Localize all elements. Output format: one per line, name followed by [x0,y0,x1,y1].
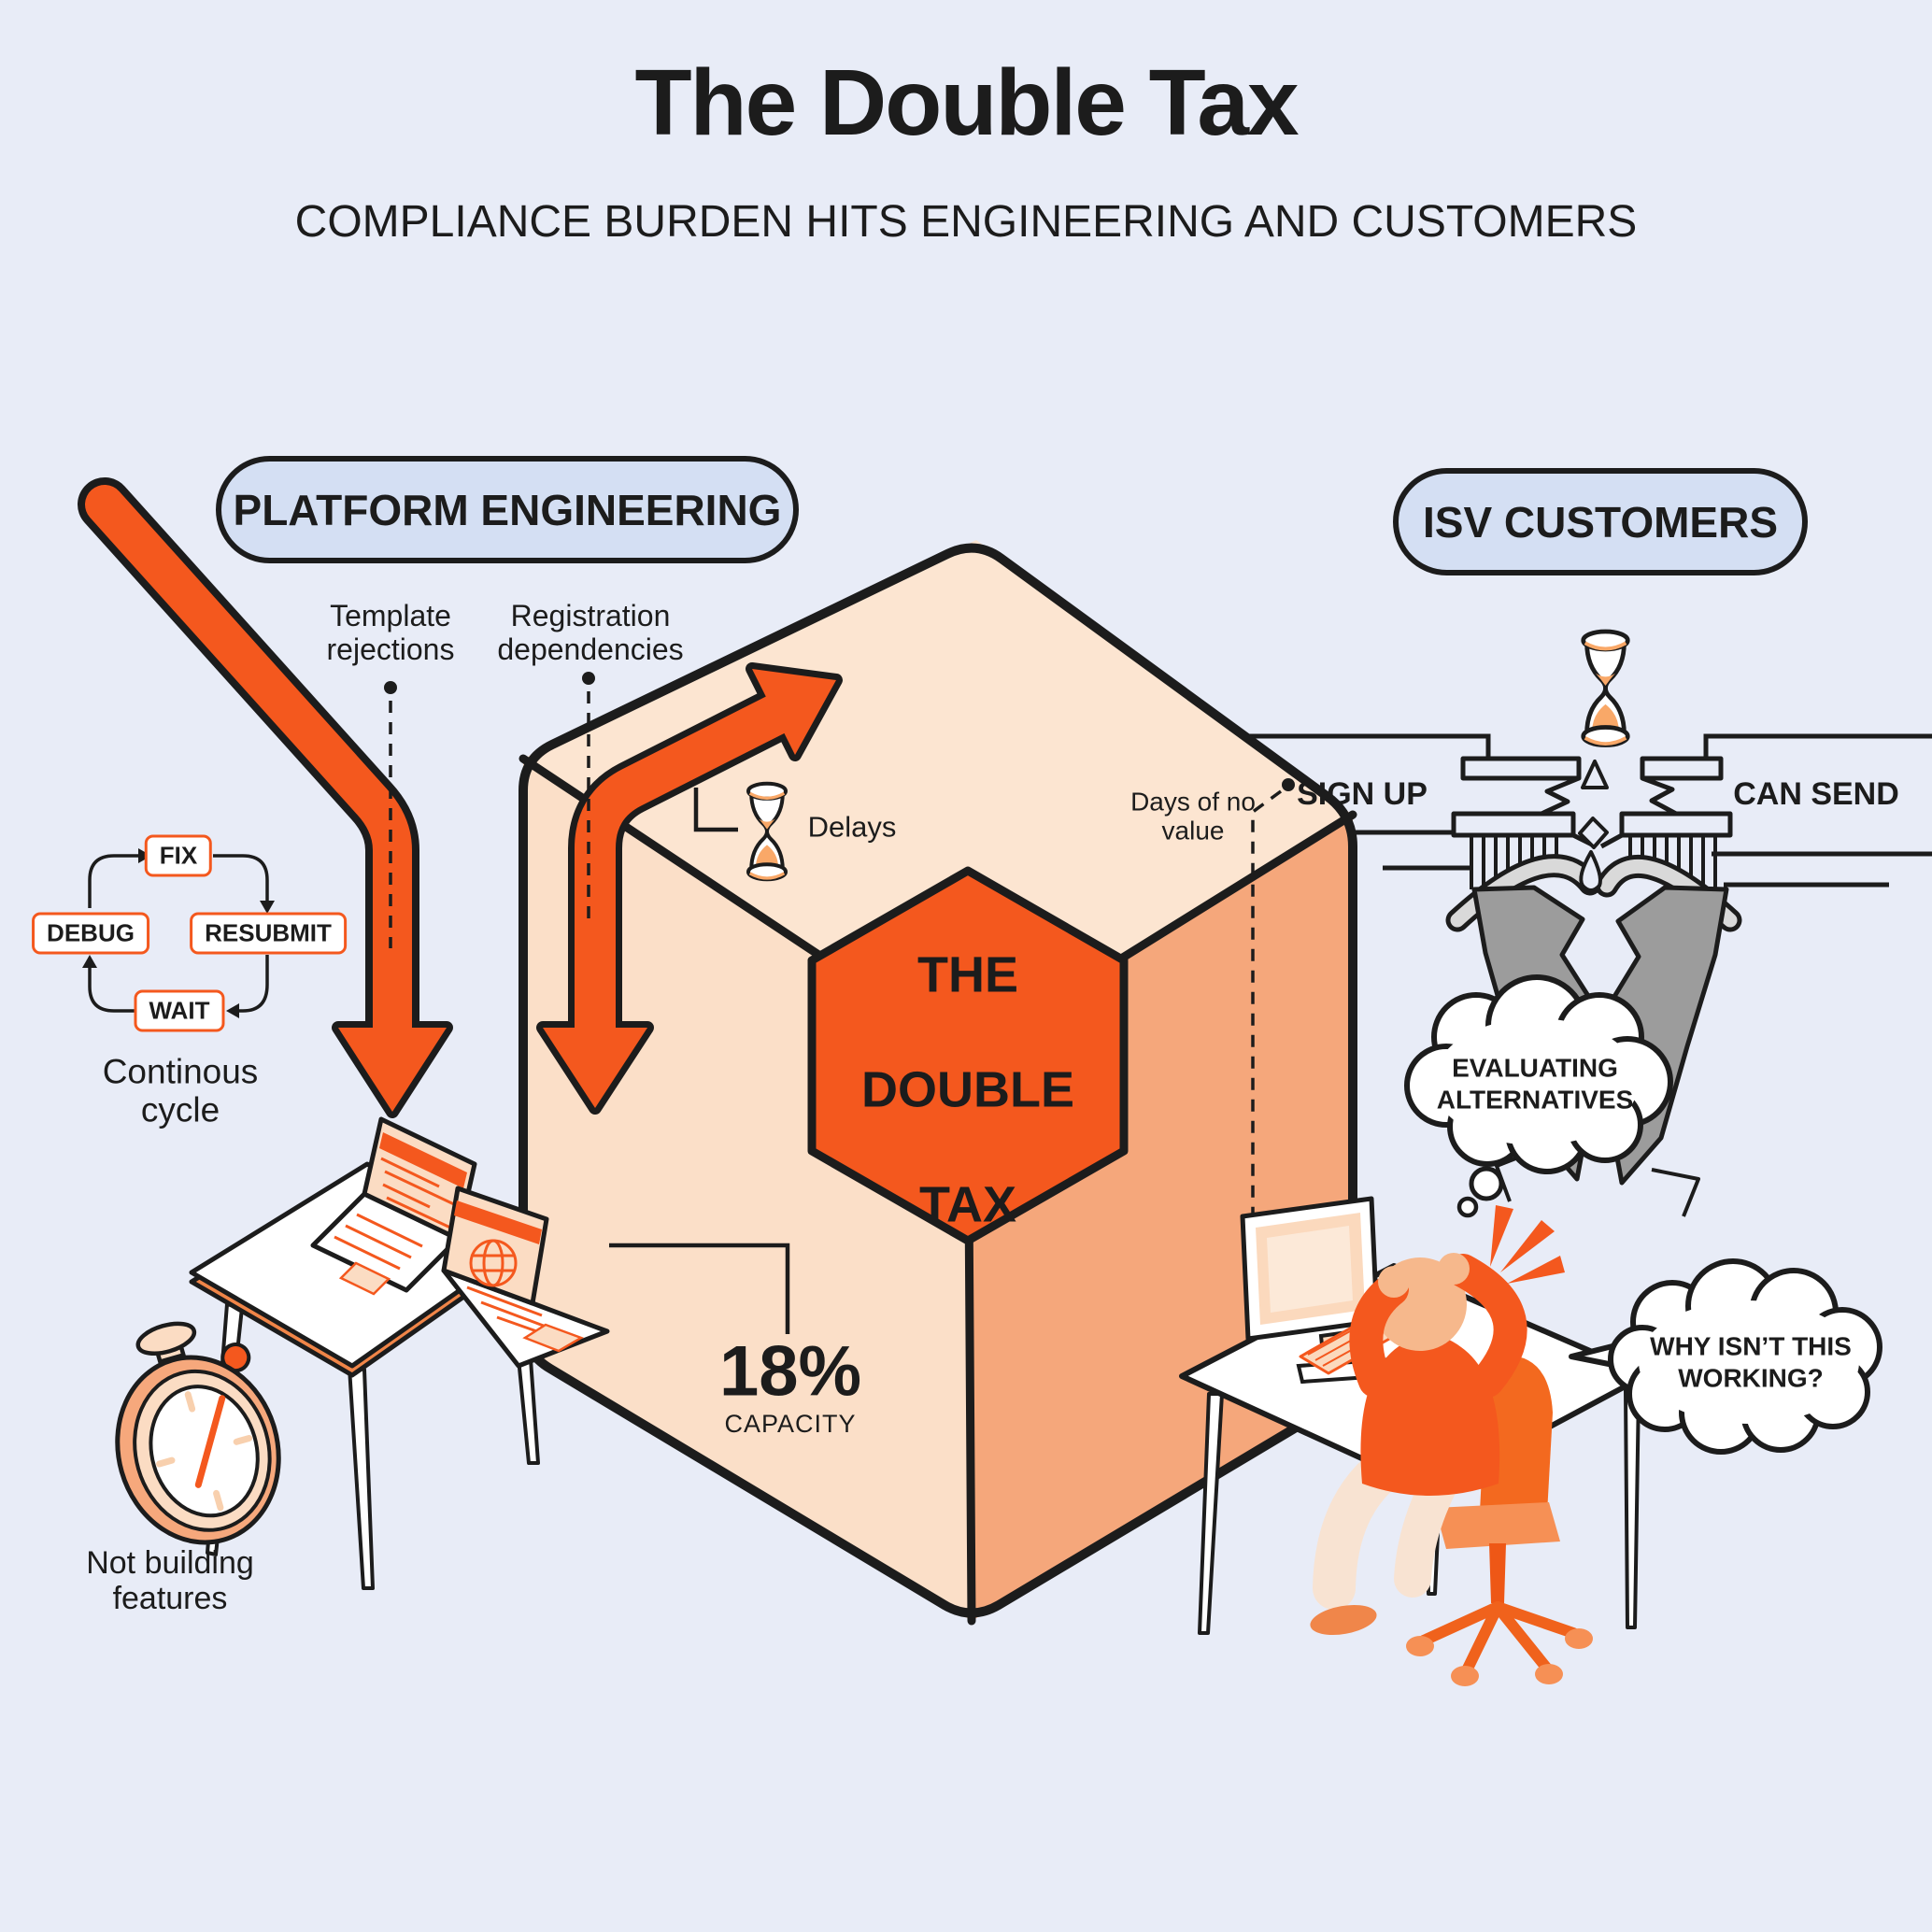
laptop-browser [441,1186,610,1369]
isv-customers-badge: ISV CUSTOMERS [1393,468,1808,575]
cycle-step-resubmit: RESUBMIT [190,912,347,955]
hex-line-1: THE [917,945,1018,1002]
platform-engineering-badge: PLATFORM ENGINEERING [216,456,799,563]
speech-cloud-text: WHY ISN’T THIS WORKING? [1650,1331,1852,1392]
hex-line-3: TAX [919,1176,1016,1233]
capacity-value: 18% [718,1331,862,1412]
frustrated-person [1310,1253,1527,1636]
engineering-desk [189,1116,610,1590]
double-tax-hexagon [807,866,1129,1245]
isv-customer-scene [1179,1196,1649,1686]
registration-dependencies-label: Registration dependencies [497,599,684,666]
hourglass-icon [1584,632,1628,746]
template-rejections-label: Template rejections [326,599,455,666]
cycle-step-wait: WAIT [134,989,225,1032]
sign-up-label: SIGN UP [1297,775,1428,812]
hex-line-2: DOUBLE [861,1061,1074,1117]
leader-lines [384,672,1295,1334]
stopwatch-icon [115,1321,281,1545]
speech-cloud [1569,1258,1882,1455]
double-tax-hexagon-label: THE DOUBLE TAX [828,888,1108,1233]
arrow-in-and-out-of-cube [536,662,843,1115]
cycle-step-debug: DEBUG [32,912,149,955]
delays-label: Delays [807,810,897,844]
cycle-step-fix: FIX [144,834,213,877]
frustration-marks [1490,1205,1565,1284]
capacity-label: CAPACITY [724,1409,857,1438]
days-of-no-value-label: Days of no value [1130,787,1256,845]
continuous-cycle-caption: Continous cycle [102,1052,259,1129]
can-send-label: CAN SEND [1733,775,1899,812]
arrow-into-work-left [78,477,453,1118]
page-title: The Double Tax [634,50,1299,155]
platform-engineering-badge-label: PLATFORM ENGINEERING [233,485,782,534]
page-subtitle: COMPLIANCE BURDEN HITS ENGINEERING AND C… [294,197,1638,248]
cycle-arrows [82,848,275,1018]
not-building-features-caption: Not building features [86,1544,254,1616]
thought-cloud [1404,974,1673,1218]
thought-cloud-text: EVALUATING ALTERNATIVES [1436,1053,1634,1114]
compliance-cube [519,540,1357,1626]
laptop-code [310,1116,477,1296]
isv-customers-badge-label: ISV CUSTOMERS [1423,497,1778,547]
